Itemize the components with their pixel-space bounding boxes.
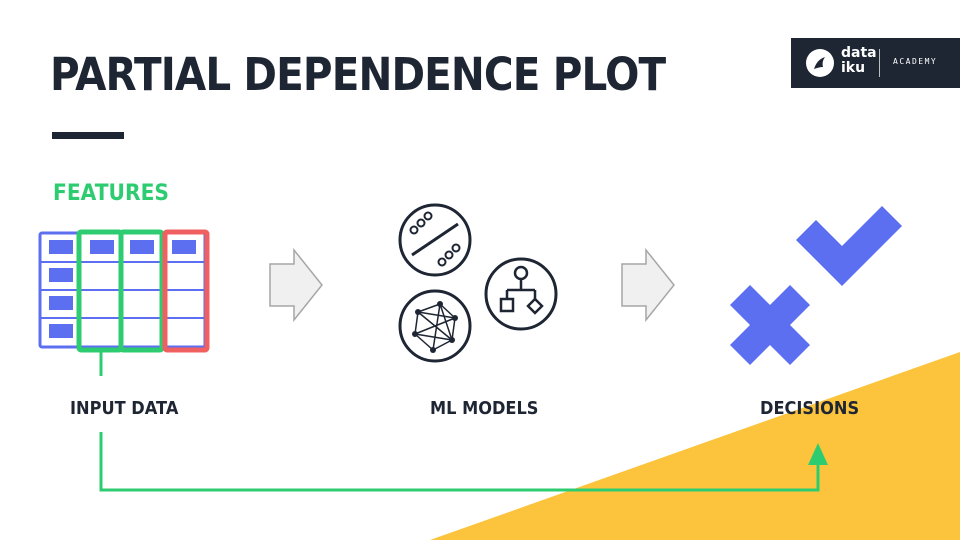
network-icon [398,289,472,363]
logo-line-1: data [841,45,877,61]
ml-models-label: ML MODELS [430,398,539,419]
yellow-accent-shape [430,352,960,540]
feature-column-highlight-3 [162,229,210,353]
logo-divider [879,49,880,77]
title-underline [52,132,124,139]
flow-arrow-1 [269,247,323,323]
feature-column-highlight-2 [118,229,165,353]
logo-wordmark: data iku [841,46,877,76]
decisions-label: DECISIONS [760,398,860,419]
flowchart-icon [484,257,558,331]
flow-arrow-2 [621,247,675,323]
percent-icon [398,203,472,277]
logo-line-2: iku [841,60,866,76]
checkmark-icon [796,206,902,286]
cross-icon [730,285,810,365]
bird-logo-icon [806,49,834,77]
input-data-label: INPUT DATA [70,398,179,419]
page-title: PARTIAL DEPENDENCE PLOT [50,48,666,101]
connector-arrowhead [808,443,828,465]
logo-subtitle: ACADEMY [893,57,938,66]
connector-arrow-path [99,432,820,492]
features-label: FEATURES [53,181,169,206]
dataiku-academy-logo: data iku ACADEMY [791,38,960,88]
